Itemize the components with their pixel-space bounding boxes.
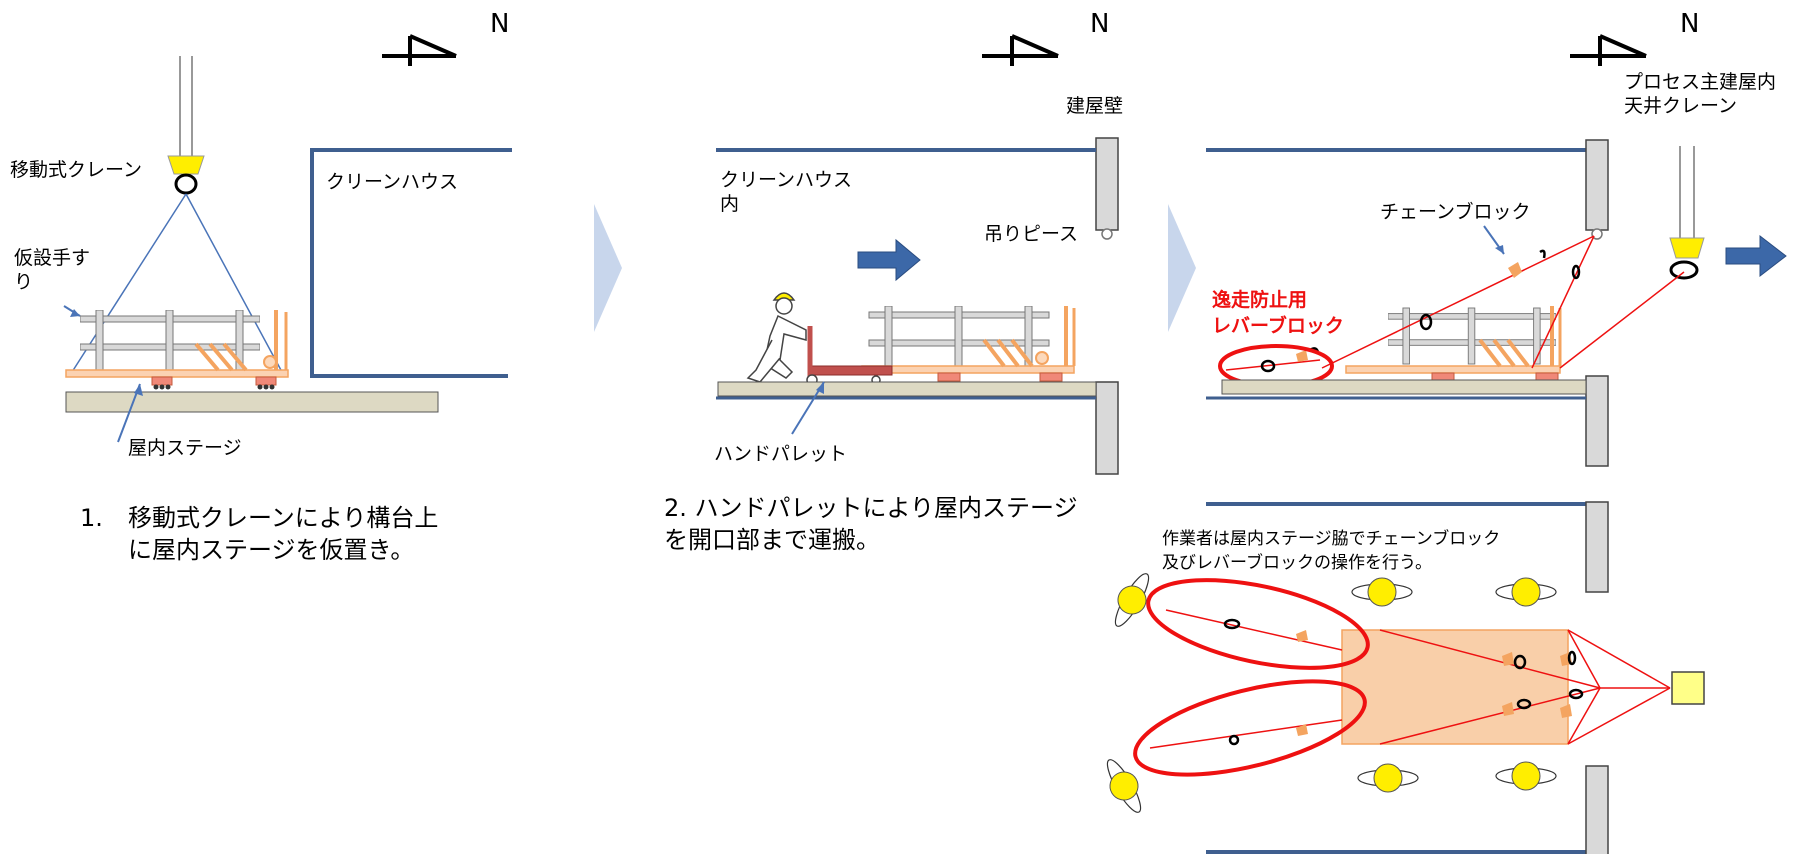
clean-house-label-line1: クリーンハウス (720, 169, 852, 191)
indoor-stage (861, 306, 1076, 382)
building-wall-upper (1095, 137, 1119, 231)
crane-slings (71, 193, 283, 373)
north-arrow (382, 34, 457, 66)
caption-2-line2: を開口部まで運搬。 (664, 526, 880, 554)
building-wall-lower (1585, 375, 1609, 467)
panel-3: N プロセス主建屋内 天井クレーン チェーンブロック (1106, 9, 1787, 857)
chain-lines (1225, 235, 1685, 373)
step-chevron-2 (1168, 204, 1196, 332)
caption-1-line1: 移動式クレーンにより構台上 (128, 504, 438, 532)
north-arrow (1570, 34, 1647, 66)
crane-label: 移動式クレーン (10, 159, 142, 181)
indoor-stage (65, 310, 289, 390)
worker-note-line1: 作業者は屋内ステージ脇でチェーンブロック (1162, 528, 1500, 549)
lever-block-highlight-plan (1133, 679, 1367, 777)
plan-chain-lines (1149, 609, 1671, 749)
clean-house-label-line2: 内 (720, 193, 739, 215)
worker-note-line2: 及びレバーブロックの操作を行う。 (1162, 552, 1432, 573)
move-direction-arrow (857, 238, 921, 282)
lifting-piece-label: 吊りピース (984, 223, 1078, 245)
caption-1-line2: に屋内ステージを仮置き。 (128, 536, 414, 564)
indoor-stage (1345, 306, 1562, 382)
handrail-label-line2: り (14, 271, 33, 293)
building-wall-lower (1095, 381, 1119, 475)
handrail-label-line1: 仮設手す (14, 247, 90, 269)
platform (1221, 379, 1587, 395)
platform (65, 391, 439, 413)
clean-house-outline (310, 148, 512, 378)
building-wall-upper (1585, 139, 1609, 231)
hand-pallet-label: ハンドパレット (714, 443, 847, 465)
chain-block-label: チェーンブロック (1380, 200, 1530, 223)
north-arrow (982, 34, 1059, 66)
worker-icon (746, 292, 807, 383)
crane-hook-plan-icon (1671, 671, 1705, 705)
north-label: N (1090, 9, 1109, 39)
overhead-crane-label-line1: プロセス主建屋内 (1624, 71, 1776, 93)
lifting-piece-icon (1101, 228, 1113, 240)
mobile-crane-hook (167, 56, 205, 195)
stage-label: 屋内ステージ (128, 437, 242, 459)
stage-plan (1341, 629, 1569, 745)
panel-2: N 建屋壁 吊りピース クリーンハウス 内 (664, 9, 1123, 554)
step-chevron-1 (594, 204, 622, 332)
lever-block-highlight-plan (1146, 578, 1370, 670)
lever-block-label-line1: 逸走防止用 (1212, 288, 1307, 311)
overhead-crane-label-line2: 天井クレーン (1624, 95, 1737, 117)
caption-2-line1: 2. ハンドパレットにより屋内ステージ (664, 494, 1078, 522)
overhead-crane-hook (1669, 146, 1705, 280)
clean-house-label: クリーンハウス (326, 171, 458, 193)
building-wall-label: 建屋壁 (1066, 95, 1123, 117)
caption-1-number: 1. (80, 504, 103, 532)
north-label: N (490, 9, 509, 39)
north-label: N (1680, 9, 1699, 39)
panel-1: N 移動式クレーン クリーンハウス 仮設手す り (10, 9, 512, 564)
lever-block-label-line2: レバーブロック (1212, 314, 1344, 337)
platform (717, 381, 1097, 397)
hand-pallet (806, 326, 893, 386)
continue-arrow (1725, 234, 1787, 278)
worker-plan-icons (1106, 573, 1557, 813)
